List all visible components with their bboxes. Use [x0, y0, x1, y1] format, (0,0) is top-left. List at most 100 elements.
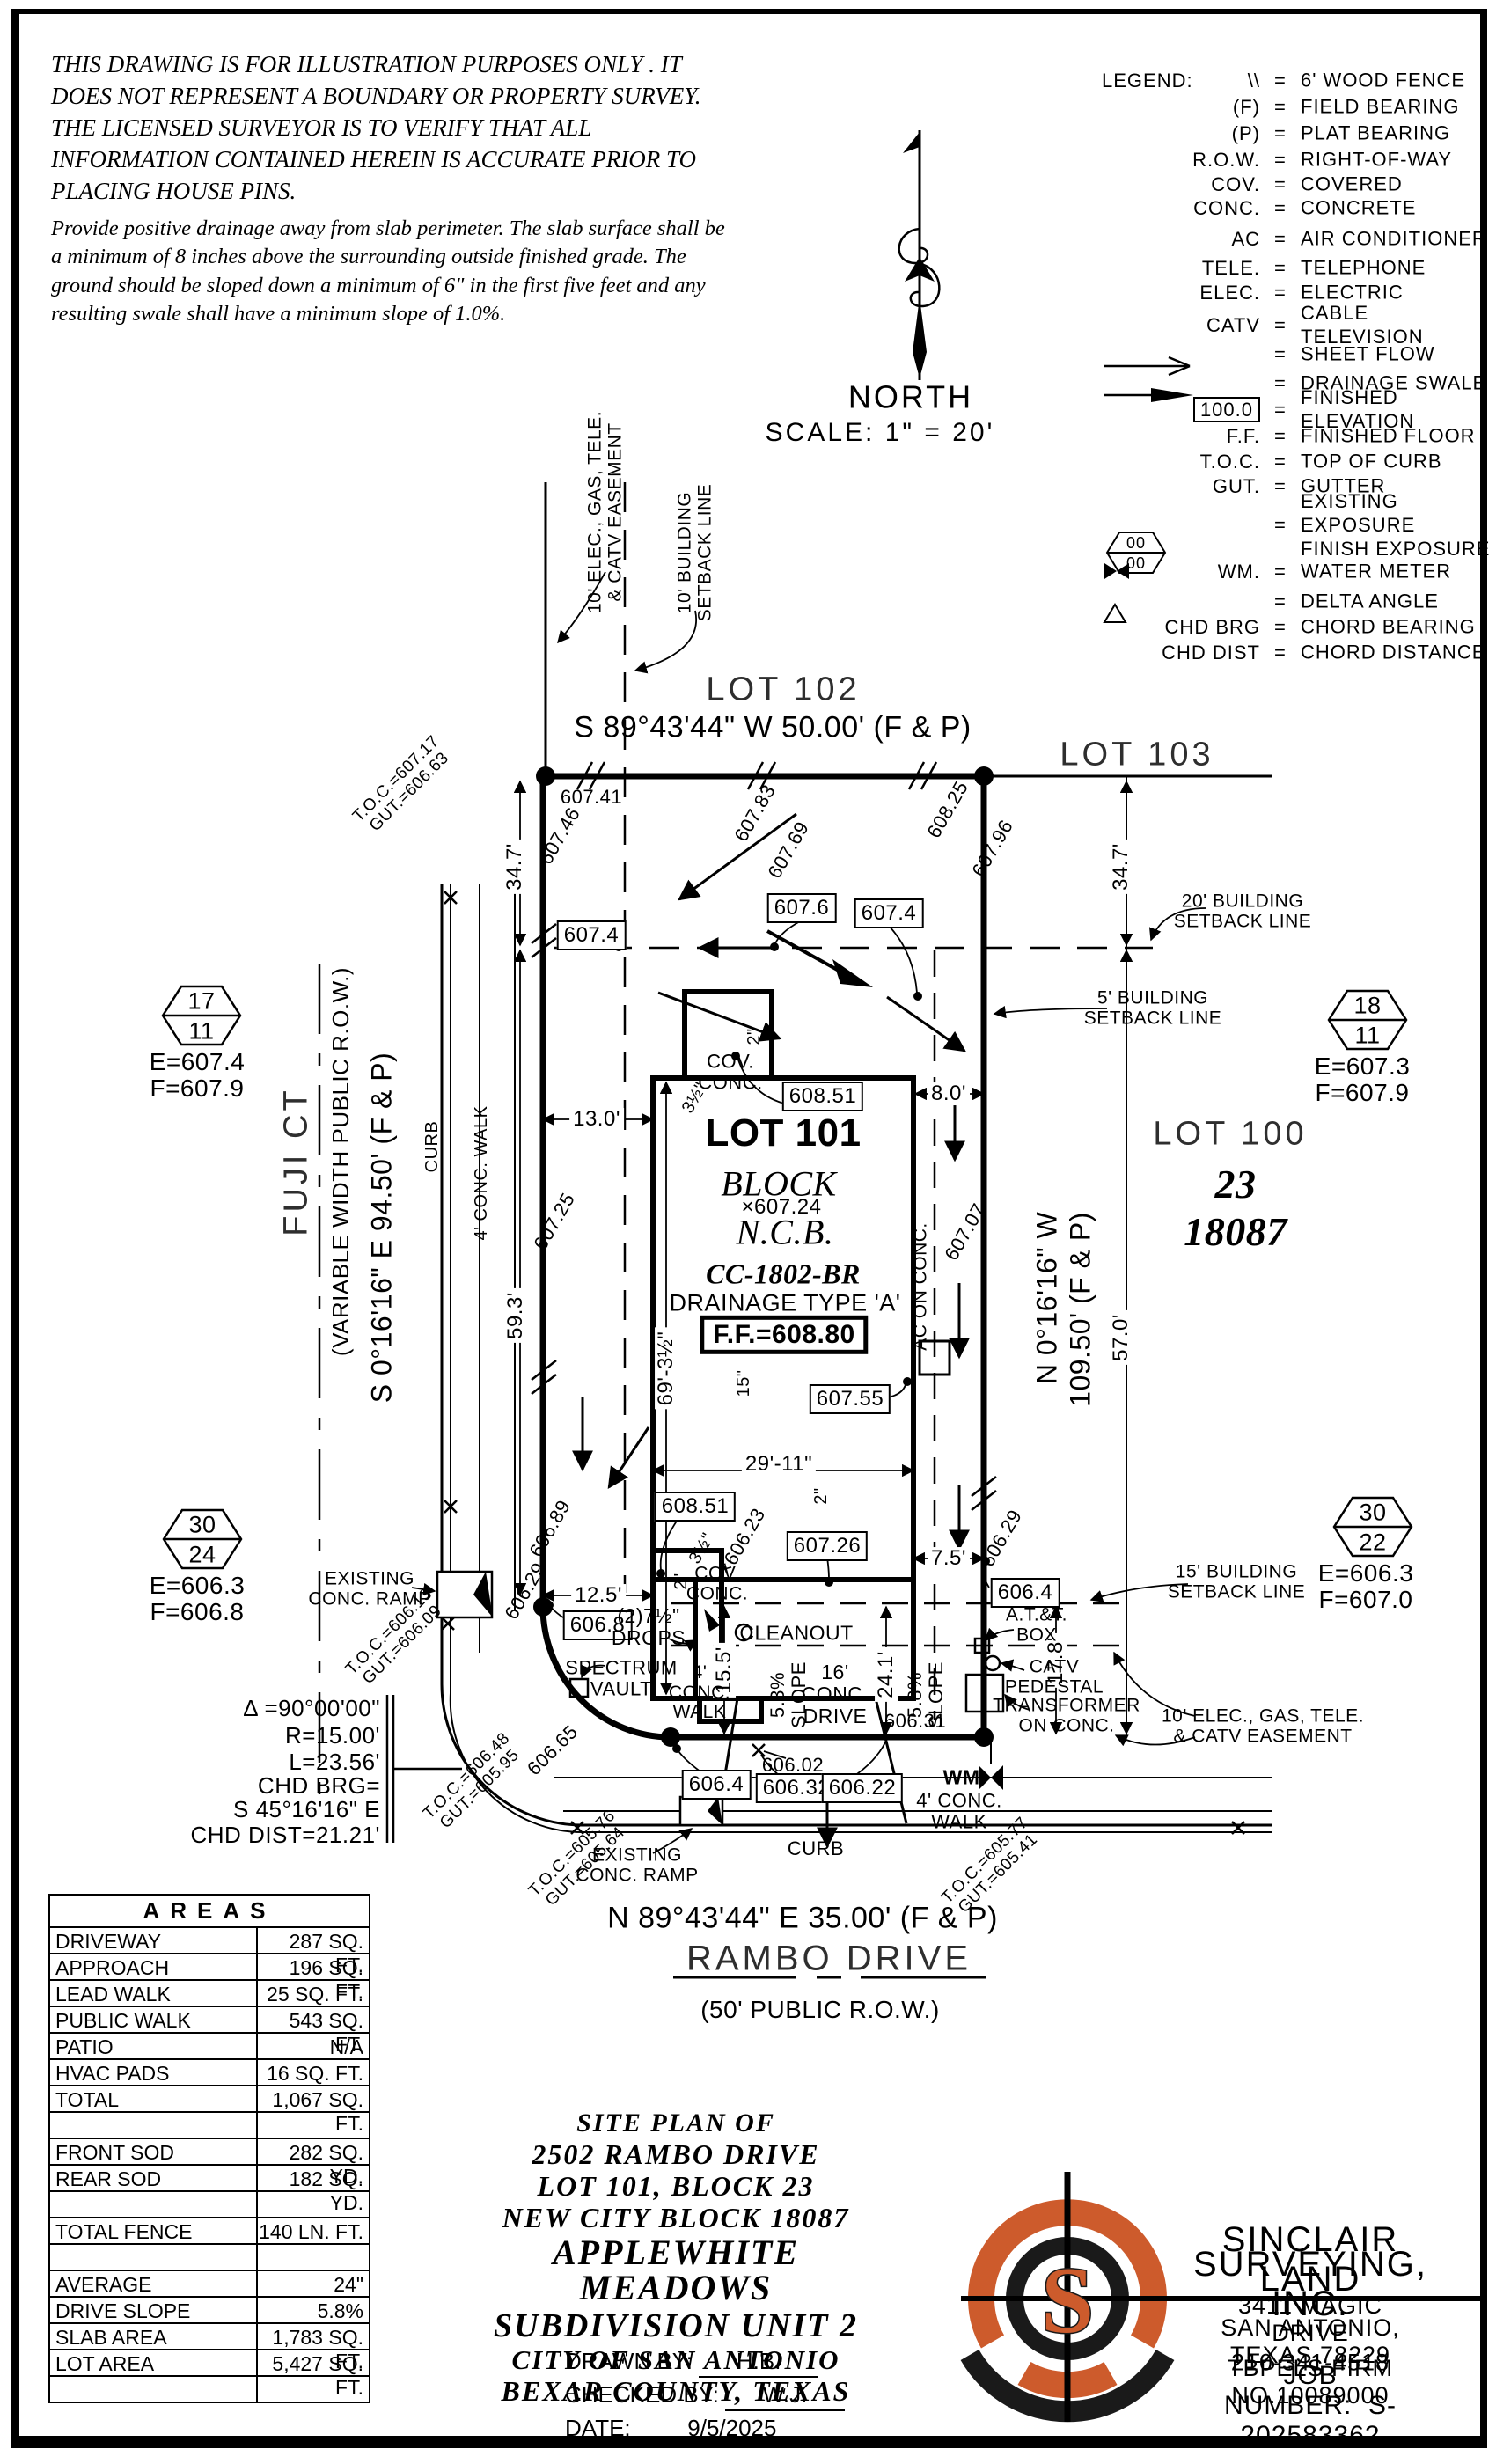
plan-label: EXISTING CONC. RAMP [576, 1844, 699, 1885]
plan-label: 15' BUILDING SETBACK LINE [1167, 1561, 1306, 1602]
surveyor-firm-number: TBPELS FIRM NO.10089000 [1227, 2355, 1394, 2409]
legend-equals: = [1274, 590, 1286, 612]
title-block-line: SITE PLAN OF [576, 2108, 775, 2138]
legend-description: TELEPHONE [1301, 256, 1426, 279]
disclaimer-paragraph-1: THIS DRAWING IS FOR ILLUSTRATION PURPOSE… [51, 51, 701, 204]
plan-label: 11 [1354, 1022, 1381, 1049]
legend-description: AIR CONDITIONER [1301, 227, 1487, 250]
plan-label: 608.51 [654, 1492, 737, 1522]
areas-row-label: LEAD WALK [55, 1983, 171, 2006]
plan-label: 11 [188, 1017, 215, 1045]
legend-symbol: (P) [1231, 122, 1260, 144]
plan-label: ×607.24 [741, 1195, 822, 1220]
legend-equals: = [1274, 451, 1286, 473]
legend-symbol: (F) [1232, 96, 1260, 118]
areas-row-value: 5,427 SQ. FT. [256, 2350, 369, 2399]
plan-label: 5.8% [904, 1671, 927, 1719]
legend-description: FINISHED FLOOR [1301, 424, 1476, 447]
plan-label: 607.41 [560, 786, 623, 809]
legend-symbol: CHD DIST [1162, 642, 1260, 664]
areas-row-label: DRIVE SLOPE [55, 2299, 191, 2322]
areas-row-value [256, 2245, 369, 2270]
plan-label: 30 [188, 1511, 216, 1538]
areas-row-value [256, 2113, 369, 2138]
plan-label: 59.3' [503, 1288, 527, 1343]
plan-label: COV. CONC. [698, 1050, 763, 1093]
legend-symbol: CONC. [1193, 197, 1260, 219]
checked-by-value: W.J. [725, 2381, 846, 2411]
legend-symbol: CHD BRG [1164, 616, 1260, 638]
plan-label: N.C.B. [736, 1212, 834, 1252]
legend-description: ELECTRIC [1301, 281, 1404, 304]
surveyor-address1: 3411 MAGIC DRIVE [1237, 2292, 1383, 2346]
wood-fence-icon: \\ [1247, 70, 1260, 92]
plan-label: 7.5' [928, 1547, 970, 1570]
plan-label: 16' CONC. DRIVE [801, 1660, 869, 1727]
plan-label: CURB [787, 1837, 845, 1860]
sinclair-logo: S [960, 2172, 1480, 2423]
plan-label: 17 [187, 987, 216, 1015]
conc-ramps [436, 1570, 724, 1827]
plan-label: LOT 102 [706, 671, 861, 708]
cleanout-symbol [734, 1623, 753, 1642]
plan-label: 607.4 [556, 920, 627, 950]
legend-equals: = [1274, 173, 1286, 195]
areas-row-label: REAR SOD [55, 2167, 162, 2190]
plan-label: 23 [1214, 1162, 1257, 1207]
door-wedge [704, 1609, 720, 1632]
plan-label: BLOCK [721, 1163, 837, 1204]
areas-row-value: 182 SQ. YD. [256, 2166, 369, 2214]
plan-label: 24 [188, 1541, 216, 1568]
legend-symbol: CATV [1206, 314, 1260, 336]
plan-label: DRAINAGE TYPE 'A' [669, 1289, 901, 1316]
areas-row-value: N/A [256, 2034, 369, 2058]
plan-label: E=607.3 F=607.9 [1314, 1052, 1411, 1106]
plan-label: RAMBO DRIVE [686, 1939, 972, 1978]
plan-label: 606.22 [821, 1773, 904, 1803]
legend-description: EXISTING EXPOSURE FINISH EXPOSURE [1301, 489, 1491, 560]
legend-description: WATER METER [1301, 560, 1452, 583]
areas-row-value: 543 SQ. FT. [256, 2007, 369, 2056]
plan-label: AC ON CONC. [910, 1222, 931, 1351]
areas-row-value: 16 SQ. FT. [256, 2060, 369, 2085]
finished-floor-elevation: F.F.=608.80 [700, 1315, 869, 1355]
date-value: 9/5/2025 [636, 2415, 827, 2445]
plan-label: N 0°16'16" W [1030, 1211, 1063, 1385]
surveyor-name-line2: SURVEYING, INC. [1193, 2245, 1427, 2323]
plan-label: CLEANOUT [739, 1621, 854, 1645]
areas-row-label: PATIO [55, 2035, 114, 2058]
legend-description: SHEET FLOW [1301, 342, 1435, 365]
legend-equals: = [1274, 642, 1286, 664]
areas-row-value: 1,783 SQ. FT. [256, 2324, 369, 2372]
legend-description: CHORD DISTANCE [1301, 641, 1486, 664]
areas-table-title: AREAS [48, 1894, 370, 1928]
legend-description: CABLE TELEVISION [1301, 302, 1424, 348]
sheet-border [11, 9, 1487, 2448]
areas-row-value: 196 SQ. FT. [256, 1954, 369, 2003]
legend-equals: = [1274, 314, 1286, 336]
plan-label: SPECTRUM VAULT [565, 1656, 678, 1699]
curve-data-callout [385, 1695, 462, 1843]
legend-equals: = [1274, 372, 1286, 394]
plan-label: 18087 [1184, 1209, 1287, 1255]
plan-label: 606.8 [562, 1610, 633, 1640]
areas-row-label: DRIVEWAY [55, 1930, 162, 1953]
areas-row-value: 5.8% [256, 2298, 369, 2322]
plan-label: LOT 103 [1060, 736, 1214, 774]
title-block-line: BEXAR COUNTY, TEXAS [501, 2375, 851, 2407]
title-block-fields: DRAWN BY: H.B. CHECKED BY: W.J. DATE: 9/… [565, 2348, 846, 2448]
plan-label: 109.50' (F & P) [1064, 1212, 1096, 1407]
legend-equals: = [1274, 228, 1286, 250]
legend-equals: = [1274, 561, 1286, 583]
legend-symbol: TELE. [1201, 257, 1260, 279]
plan-label: 12.5' [571, 1584, 626, 1607]
plan-label: 8.0' [928, 1082, 970, 1105]
plan-label: 606.31 [884, 1710, 947, 1733]
legend-equals: = [1274, 149, 1286, 171]
transformer-pad [964, 1673, 1005, 1713]
legend-description: CHORD BEARING [1301, 615, 1476, 638]
legend-description: GUTTER [1301, 474, 1386, 497]
